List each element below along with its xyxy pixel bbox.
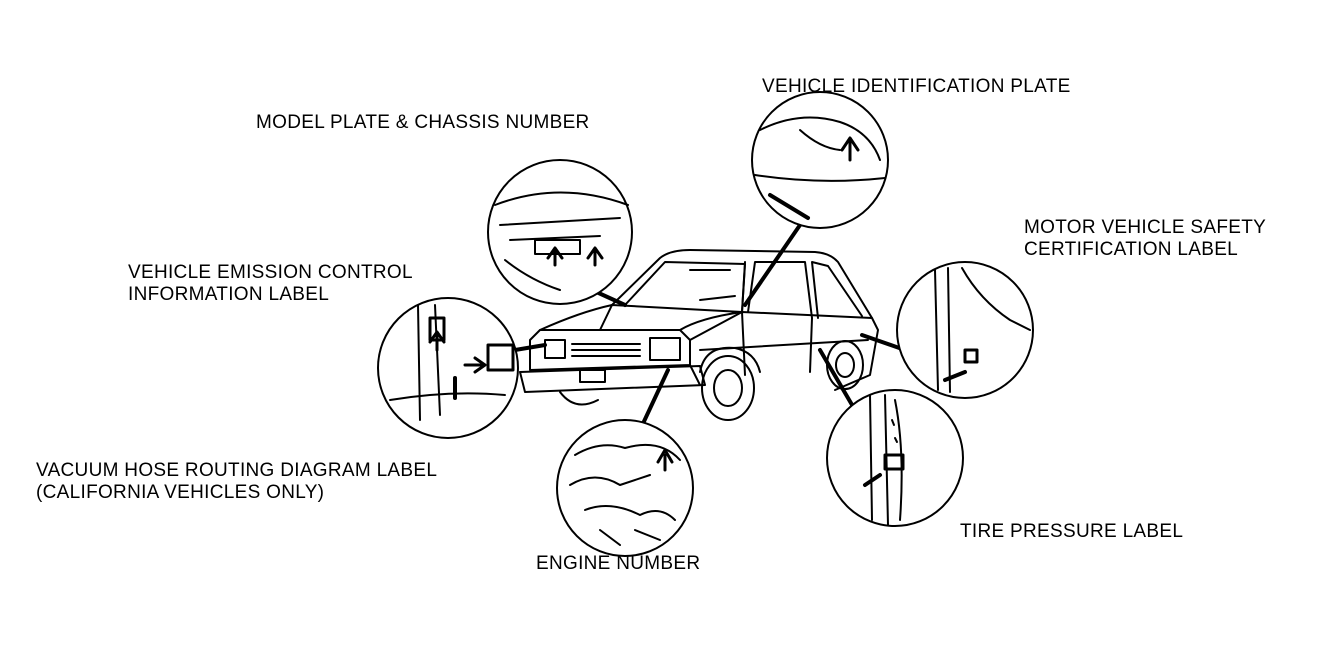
emission-control-label: VEHICLE EMISSION CONTROL INFORMATION LAB…	[128, 262, 413, 306]
engine-number-label: ENGINE NUMBER	[536, 553, 701, 574]
safety-label-detail	[896, 261, 1034, 399]
emission-label-detail	[377, 297, 519, 439]
model-plate-detail	[487, 159, 633, 305]
tire-pressure-detail	[826, 389, 964, 527]
emission-control-label-line-1: VEHICLE EMISSION CONTROL	[128, 262, 413, 283]
safety-cert-label-line-2: CERTIFICATION LABEL	[1024, 239, 1239, 260]
vin-plate-detail	[751, 91, 889, 229]
vacuum-hose-label: VACUUM HOSE ROUTING DIAGRAM LABEL (CALIF…	[36, 460, 437, 504]
vacuum-hose-label-line-1: VACUUM HOSE ROUTING DIAGRAM LABEL	[36, 460, 438, 481]
safety-cert-label-line-1: MOTOR VEHICLE SAFETY	[1024, 217, 1267, 238]
car-illustration	[519, 249, 879, 421]
tire-pressure-label: TIRE PRESSURE LABEL	[960, 521, 1184, 542]
safety-cert-label: MOTOR VEHICLE SAFETY CERTIFICATION LABEL	[1024, 217, 1266, 261]
engine-number-detail	[556, 419, 694, 557]
model-plate-label: MODEL PLATE & CHASSIS NUMBER	[256, 112, 590, 133]
emission-control-label-line-2: INFORMATION LABEL	[128, 284, 330, 305]
vehicle-id-plate-label: VEHICLE IDENTIFICATION PLATE	[762, 76, 1071, 97]
vacuum-hose-label-line-2: (CALIFORNIA VEHICLES ONLY)	[36, 482, 325, 503]
